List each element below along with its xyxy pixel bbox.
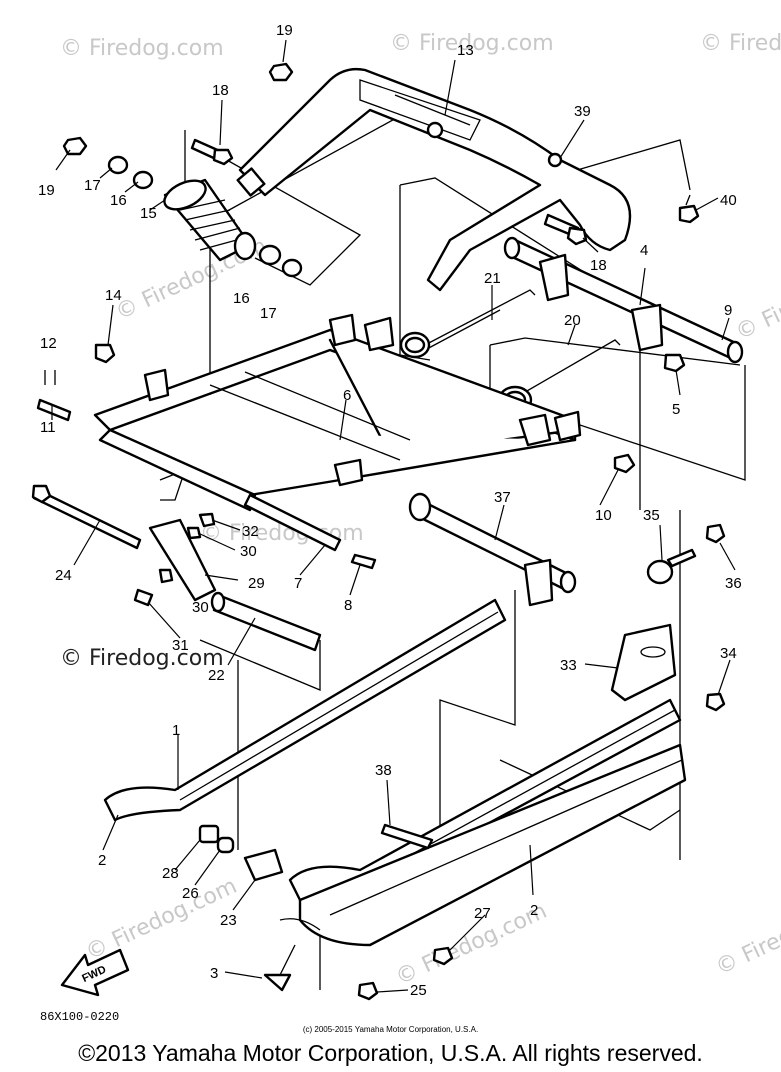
- callout-31: 31: [172, 637, 189, 654]
- callout-6: 6: [343, 387, 351, 404]
- callout-27: 27: [474, 905, 491, 922]
- diagram-credit: (c) 2005-2015 Yamaha Motor Corporation, …: [302, 1025, 479, 1034]
- callout-10: 10: [595, 507, 612, 524]
- shock-absorber: [163, 178, 257, 262]
- callout-35: 35: [643, 507, 660, 524]
- callout-21: 21: [484, 270, 501, 287]
- callout-14: 14: [105, 287, 122, 304]
- callout-5: 5: [672, 401, 680, 418]
- watermark: © Firedog.com: [82, 874, 241, 966]
- watermark: © Firedog.com: [390, 31, 554, 56]
- callouts: 1 2 2 3 4 5 6 7 8 9 10 11 12 13 14 15 16…: [38, 22, 742, 999]
- bushings: [107, 155, 303, 278]
- diagram-code: 86X100-0220: [40, 1010, 120, 1024]
- callout-7: 7: [294, 575, 302, 592]
- callout-37: 37: [494, 489, 511, 506]
- leader-lines: [51, 39, 736, 993]
- callout-23: 23: [220, 912, 237, 929]
- callout-16: 16: [233, 290, 250, 307]
- callout-20: 20: [564, 312, 581, 329]
- callout-39: 39: [574, 103, 591, 120]
- watermark: © Firedog.com: [712, 889, 781, 981]
- lower-linkage: [31, 484, 322, 652]
- slide-rails: [103, 598, 687, 947]
- callout-26: 26: [182, 885, 199, 902]
- fwd-arrow: FWD: [60, 948, 130, 997]
- main-slide-frame: [36, 313, 636, 570]
- callout-1: 1: [172, 722, 180, 739]
- callout-38: 38: [375, 762, 392, 779]
- callout-22: 22: [208, 667, 225, 684]
- callout-25: 25: [410, 982, 427, 999]
- callout-15: 15: [140, 205, 157, 222]
- callout-34: 34: [720, 645, 737, 662]
- callout-8: 8: [344, 597, 352, 614]
- callout-28: 28: [162, 865, 179, 882]
- rear-hardware: [198, 523, 726, 1001]
- upper-swing-arm: [236, 67, 632, 292]
- callout-11: 11: [40, 419, 56, 436]
- callout-2: 2: [530, 902, 538, 919]
- rear-axle-shaft: [503, 236, 744, 373]
- copyright-notice: ©2013 Yamaha Motor Corporation, U.S.A. A…: [78, 1040, 703, 1066]
- idler-shaft: [408, 492, 577, 607]
- fasteners-upper: [62, 62, 700, 246]
- callout-9: 9: [724, 302, 732, 319]
- callout-2: 2: [98, 852, 106, 869]
- callout-29: 29: [248, 575, 265, 592]
- callout-13: 13: [457, 42, 474, 59]
- watermark: © Firedog.com: [732, 254, 781, 346]
- callout-12: 12: [40, 335, 57, 352]
- callout-33: 33: [560, 657, 577, 674]
- callout-18: 18: [590, 257, 607, 274]
- callout-18: 18: [212, 82, 229, 99]
- callout-16: 16: [110, 192, 127, 209]
- callout-19: 19: [38, 182, 55, 199]
- watermark: © Firedog.com: [60, 36, 224, 61]
- callout-32: 32: [242, 523, 259, 540]
- callout-30: 30: [192, 599, 209, 616]
- callout-4: 4: [640, 242, 648, 259]
- callout-17: 17: [84, 177, 101, 194]
- callout-19: 19: [276, 22, 293, 39]
- watermark: © Firedog.com: [700, 31, 781, 56]
- callout-30: 30: [240, 543, 257, 560]
- callout-40: 40: [720, 192, 737, 209]
- callout-17: 17: [260, 305, 277, 322]
- watermark: © Firedog.com: [60, 646, 224, 671]
- callout-36: 36: [725, 575, 742, 592]
- callout-3: 3: [210, 965, 218, 982]
- callout-24: 24: [55, 567, 72, 584]
